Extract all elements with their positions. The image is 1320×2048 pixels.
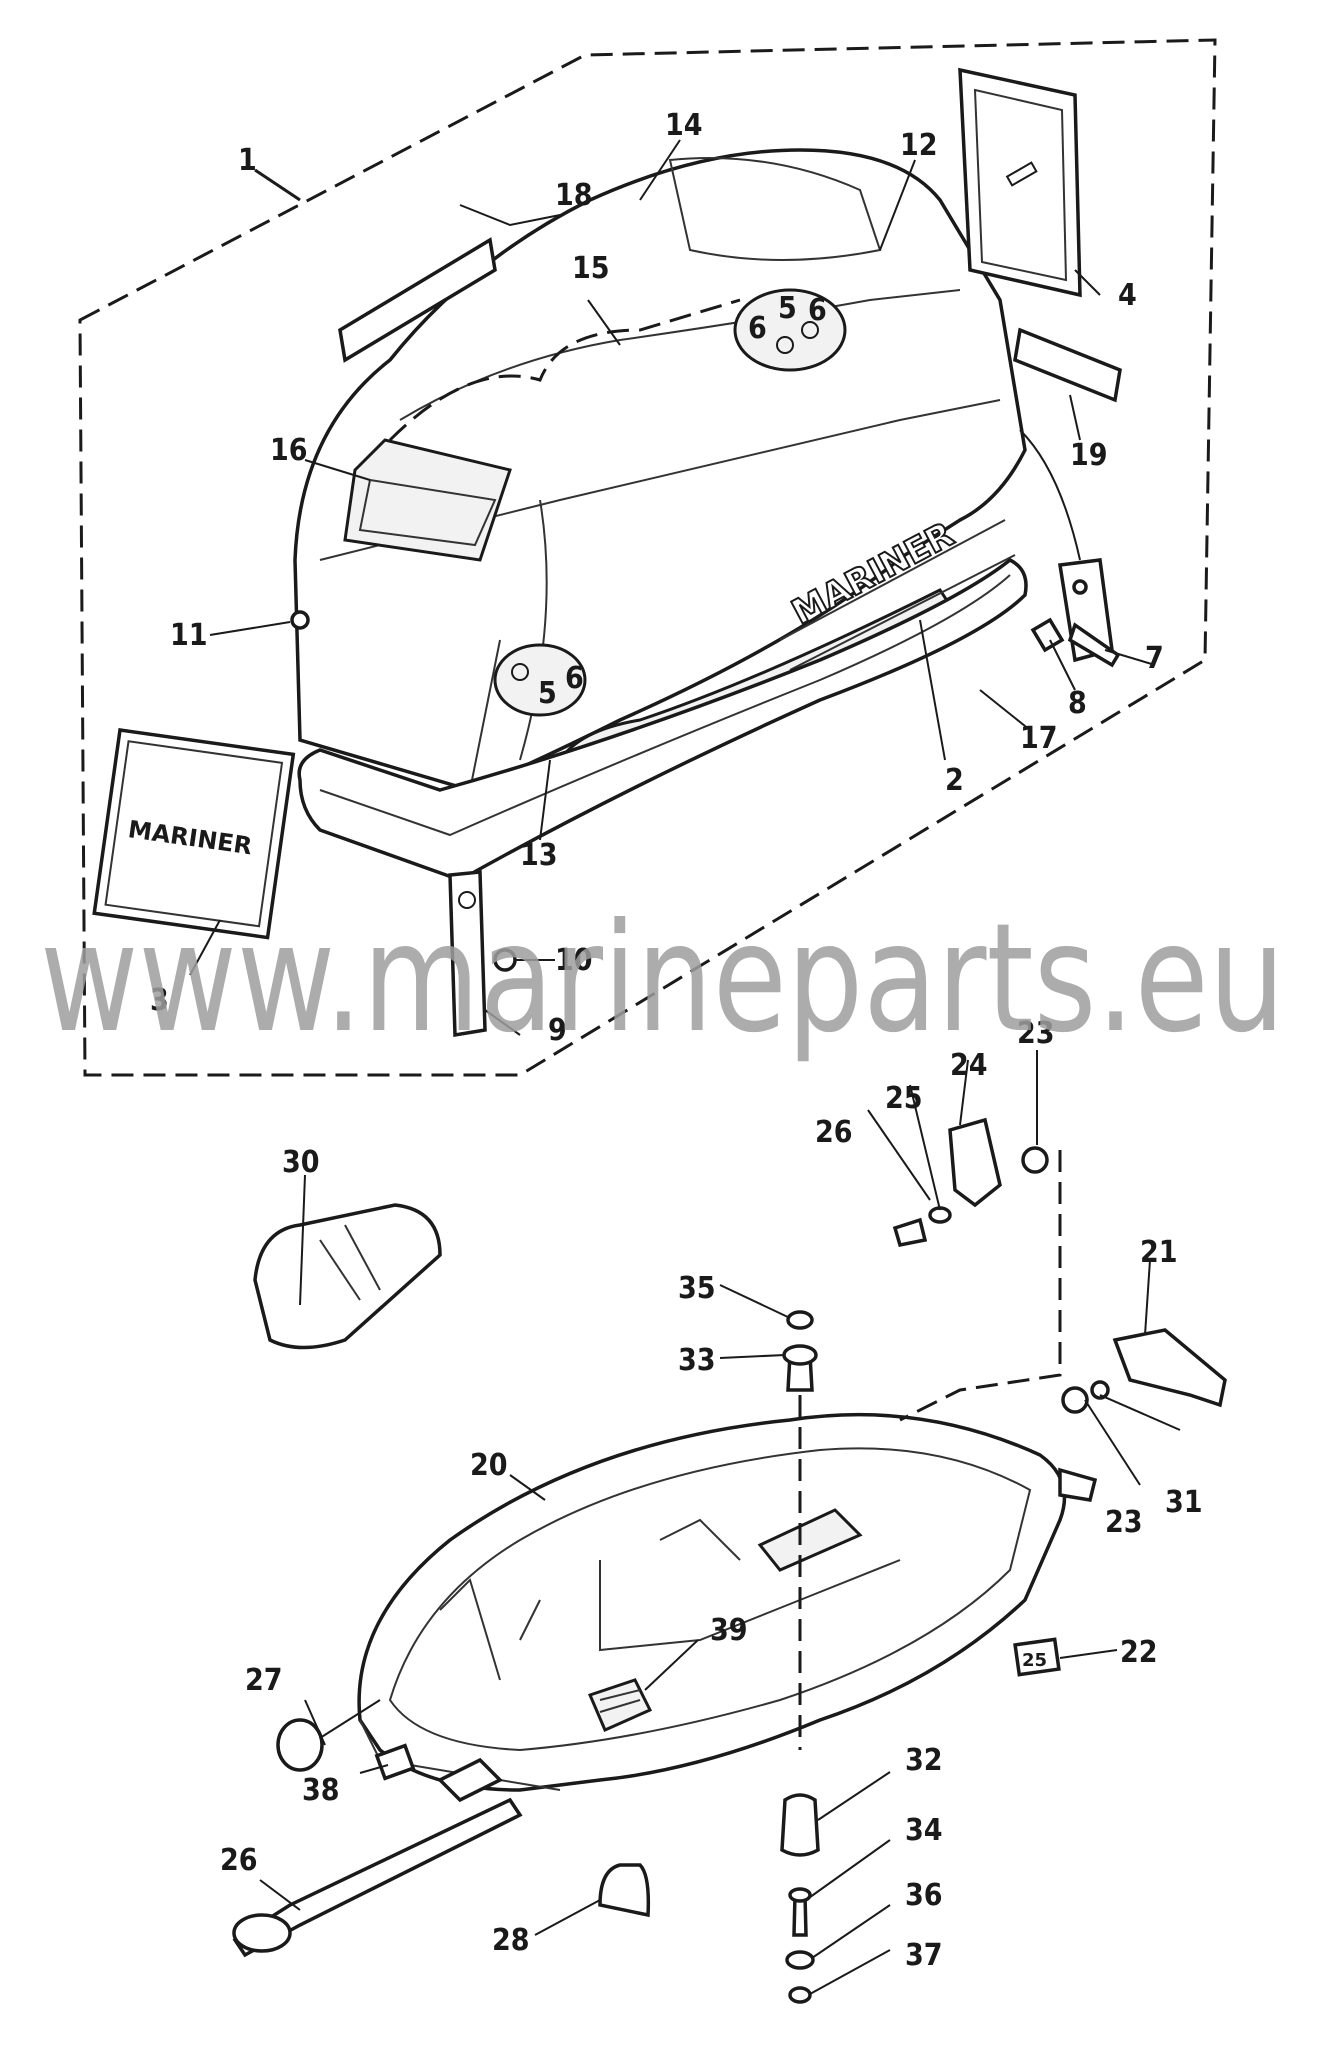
callout-22: 22 xyxy=(1120,1635,1158,1670)
mount-hardware-top xyxy=(782,1310,818,1750)
callout-23a: 23 xyxy=(1017,1016,1055,1051)
callout-26a: 26 xyxy=(815,1115,853,1150)
plug-28 xyxy=(598,1863,651,1918)
callout-labels: 1 14 12 18 15 6 5 6 4 19 16 11 5 6 7 8 1… xyxy=(150,108,1203,1973)
callout-34: 34 xyxy=(905,1813,943,1848)
callout-10: 10 xyxy=(555,943,593,978)
callout-7: 7 xyxy=(1145,641,1164,676)
cowl-seal xyxy=(297,557,1028,882)
rear-latch-hardware xyxy=(892,1117,1062,1422)
callout-8: 8 xyxy=(1068,686,1087,721)
latch-bracket xyxy=(1030,558,1121,668)
callout-15: 15 xyxy=(572,251,610,286)
top-cowl: MARINER xyxy=(293,148,1027,792)
callout-3: 3 xyxy=(150,983,169,1018)
callout-6a: 6 xyxy=(748,311,767,346)
callout-18: 18 xyxy=(555,178,593,213)
mariner-decal: MARINER xyxy=(92,728,296,940)
watermark: www.marineparts.eu xyxy=(40,892,1285,1066)
cowl-bracket xyxy=(448,870,517,1038)
callout-9: 9 xyxy=(548,1013,567,1048)
decal-19 xyxy=(1013,327,1122,403)
callout-6c: 6 xyxy=(565,661,584,696)
callout-21: 21 xyxy=(1140,1235,1178,1270)
grommet-11 xyxy=(290,610,310,630)
callout-31: 31 xyxy=(1165,1485,1203,1520)
callout-25: 25 xyxy=(885,1081,923,1116)
callout-1: 1 xyxy=(238,143,257,178)
callout-28: 28 xyxy=(492,1923,530,1958)
callout-39: 39 xyxy=(710,1613,748,1648)
mount-hardware-bottom xyxy=(780,1793,820,2004)
callout-26b: 26 xyxy=(220,1843,258,1878)
grommet-27 xyxy=(276,1718,324,1772)
decal-22 xyxy=(1013,1637,1061,1677)
callout-20: 20 xyxy=(470,1448,508,1483)
callout-17: 17 xyxy=(1020,721,1058,756)
callout-5a: 5 xyxy=(778,291,797,326)
callout-14: 14 xyxy=(665,108,703,143)
seal-inner xyxy=(319,574,1011,837)
callout-32: 32 xyxy=(905,1743,943,1778)
callout-27: 27 xyxy=(245,1663,283,1698)
decal-22-text: 25 xyxy=(1022,1650,1047,1671)
kit-boundary xyxy=(78,38,1217,1077)
callout-4: 4 xyxy=(1118,278,1137,313)
kit-leader-1 xyxy=(254,168,301,202)
callout-37: 37 xyxy=(905,1938,943,1973)
side-latch-hardware xyxy=(1061,1328,1227,1414)
cowl-dashed-outline xyxy=(388,298,741,442)
callout-12: 12 xyxy=(900,128,938,163)
decal-18 xyxy=(338,237,497,363)
callout-19: 19 xyxy=(1070,438,1108,473)
callout-6b: 6 xyxy=(808,293,827,328)
callout-38: 38 xyxy=(302,1773,340,1808)
callout-11: 11 xyxy=(170,618,208,653)
callout-2: 2 xyxy=(945,763,964,798)
fuel-connector xyxy=(232,1757,523,1958)
plug-30 xyxy=(253,1174,442,1350)
callout-36: 36 xyxy=(905,1878,943,1913)
callout-35: 35 xyxy=(678,1271,716,1306)
callout-33: 33 xyxy=(678,1343,716,1378)
callout-5b: 5 xyxy=(538,676,557,711)
callout-30: 30 xyxy=(282,1145,320,1180)
callout-23b: 23 xyxy=(1105,1505,1143,1540)
callout-24: 24 xyxy=(950,1048,988,1083)
bottom-cowl xyxy=(357,1412,1098,1792)
callout-16: 16 xyxy=(270,433,308,468)
callout-13: 13 xyxy=(520,838,558,873)
access-panel xyxy=(958,67,1082,298)
